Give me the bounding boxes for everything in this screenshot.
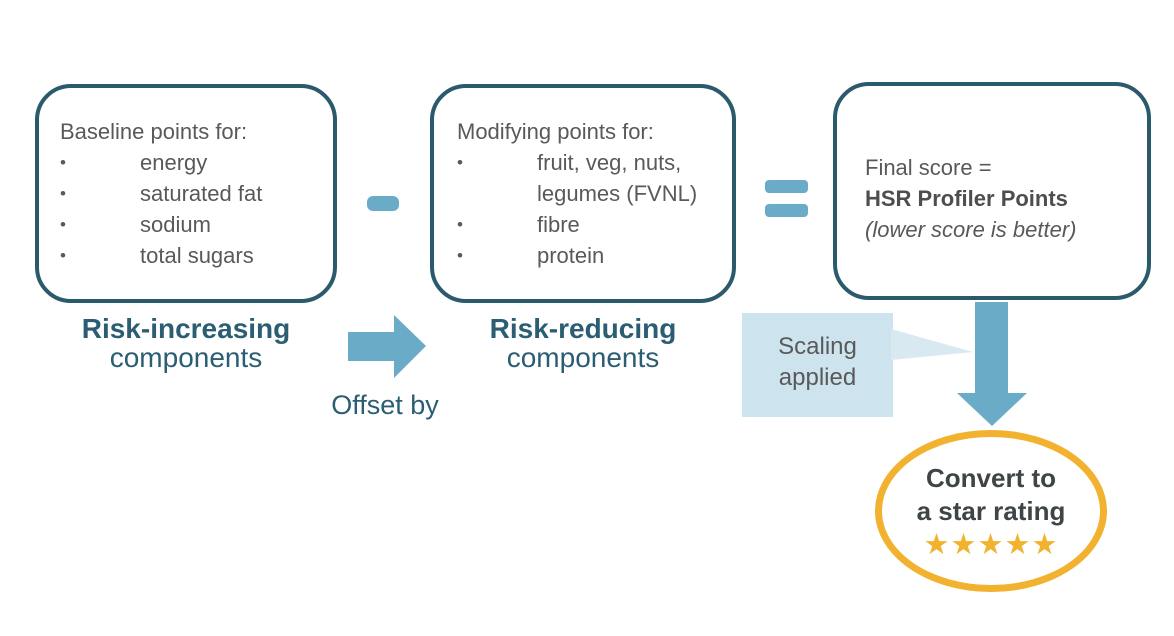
convert-to-line1: Convert to [926,463,1056,493]
risk-reducing-label-regular: components [506,342,660,373]
modifying-box-title: Modifying points for: [457,119,654,144]
star-rating-ellipse: Convert to a star rating ★★★★★ [875,430,1107,592]
bullet-dot: • [60,184,66,203]
list-item: • sodium [60,209,319,240]
risk-increasing-label-bold: Risk-increasing [81,313,291,344]
risk-reducing-label-bold: Risk-reducing [489,313,677,344]
list-item: • protein [457,240,718,271]
list-item-label: protein [537,243,605,268]
risk-reducing-label: Risk-reducing components [430,314,736,372]
final-score-box: Final score = HSR Profiler Points (lower… [833,82,1151,300]
final-score-line1: Final score = [865,155,992,180]
bullet-dot: • [60,215,66,234]
bullet-dot: • [457,215,463,234]
bullet-dot: • [60,153,66,172]
risk-increasing-label-regular: components [109,342,263,373]
list-item-label: energy [140,150,208,175]
scaling-applied-callout: Scaling applied [742,313,893,417]
risk-increasing-label: Risk-increasing components [35,314,337,372]
bullet-dot: • [60,246,66,265]
minus-operator-icon [367,196,399,211]
modifying-items-list: • fruit, veg, nuts, legumes (FVNL) • fib… [457,147,718,271]
bullet-dot: • [457,153,463,172]
list-item-label: saturated fat [140,181,263,206]
final-score-line3: (lower score is better) [865,217,1077,242]
baseline-items-list: • energy • saturated fat • sodium • tota… [60,147,319,271]
list-item: • fruit, veg, nuts, legumes (FVNL) [457,147,718,209]
arrow-down-icon [957,302,1027,426]
modifying-points-box: Modifying points for: • fruit, veg, nuts… [430,84,736,303]
scaling-callout-line1: Scaling [778,333,857,360]
list-item-label: sodium [140,212,211,237]
final-score-line2: HSR Profiler Points [865,186,1068,211]
baseline-box-title: Baseline points for: [60,119,248,144]
list-item: • fibre [457,209,718,240]
list-item-label: fibre [537,212,580,237]
bullet-dot: • [457,246,463,265]
offset-by-label: Offset by [331,390,439,420]
baseline-points-box: Baseline points for: • energy • saturate… [35,84,337,303]
list-item-label: total sugars [140,243,254,268]
five-stars-icon: ★★★★★ [923,529,1059,561]
equals-operator-icon [765,204,808,217]
equals-operator-icon [765,180,808,193]
callout-pointer-icon [891,329,973,360]
list-item: • energy [60,147,319,178]
list-item: • total sugars [60,240,319,271]
convert-to-line2: a star rating [916,496,1066,526]
scaling-callout-line2: applied [778,364,857,391]
list-item: • saturated fat [60,178,319,209]
arrow-right-icon [348,315,426,378]
list-item-label: fruit, veg, nuts, legumes (FVNL) [537,150,698,206]
